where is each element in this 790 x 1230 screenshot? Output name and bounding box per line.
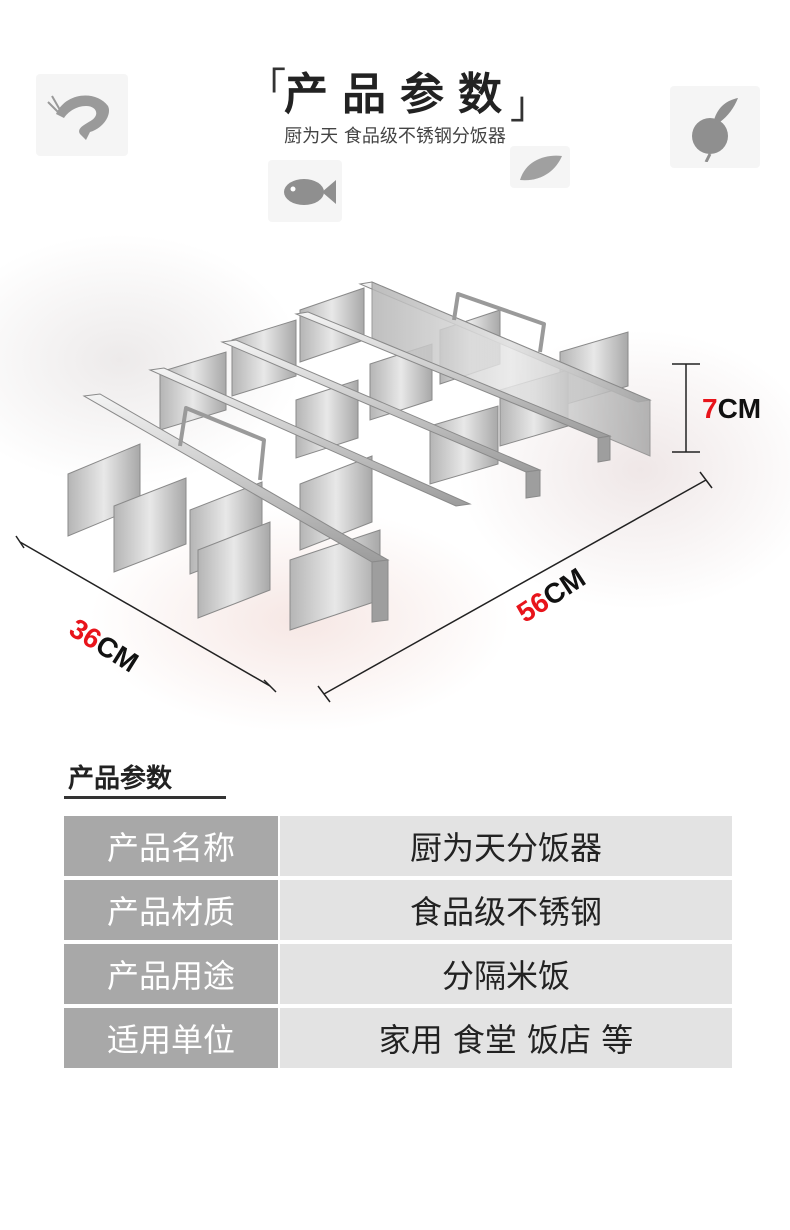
title-bracket-left: 「 [248,65,287,109]
table-row: 产品名称 厨为天分饭器 [64,816,732,876]
long-rails [82,281,652,623]
page-title: 产品参数 [284,69,516,120]
height-value: 7 [702,393,718,424]
spec-value: 食品级不锈钢 [280,880,732,940]
table-row: 适用单位 家用 食堂 饭店 等 [64,1008,732,1068]
table-row: 产品用途 分隔米饭 [64,944,732,1004]
spec-table: 产品名称 厨为天分饭器 产品材质 食品级不锈钢 产品用途 分隔米饭 适用单位 家… [64,816,732,1072]
spec-key: 产品材质 [64,880,278,940]
section-underline [64,796,226,799]
fish-icon [284,179,336,205]
title-bracket-right: 」 [510,83,549,127]
spec-value: 分隔米饭 [280,944,732,1004]
dimension-lines [15,363,713,703]
spec-key: 适用单位 [64,1008,278,1068]
shrimp-icon [47,95,110,140]
shrimp-icon-frame [36,74,128,156]
page-subtitle: 厨为天 食品级不锈钢分饭器 [284,126,506,147]
spec-key: 产品用途 [64,944,278,1004]
spec-value: 厨为天分饭器 [280,816,732,876]
handles [178,292,546,481]
spec-value: 家用 食堂 饭店 等 [280,1008,732,1068]
spec-key: 产品名称 [64,816,278,876]
height-unit: CM [717,393,762,424]
leaf-icon [520,155,562,181]
height-dimension-label: 7CM [702,393,761,425]
table-row: 产品材质 食品级不锈钢 [64,880,732,940]
section-title: 产品参数 [68,764,173,794]
rice-divider-illustration [67,281,652,631]
radish-icon [692,98,738,162]
